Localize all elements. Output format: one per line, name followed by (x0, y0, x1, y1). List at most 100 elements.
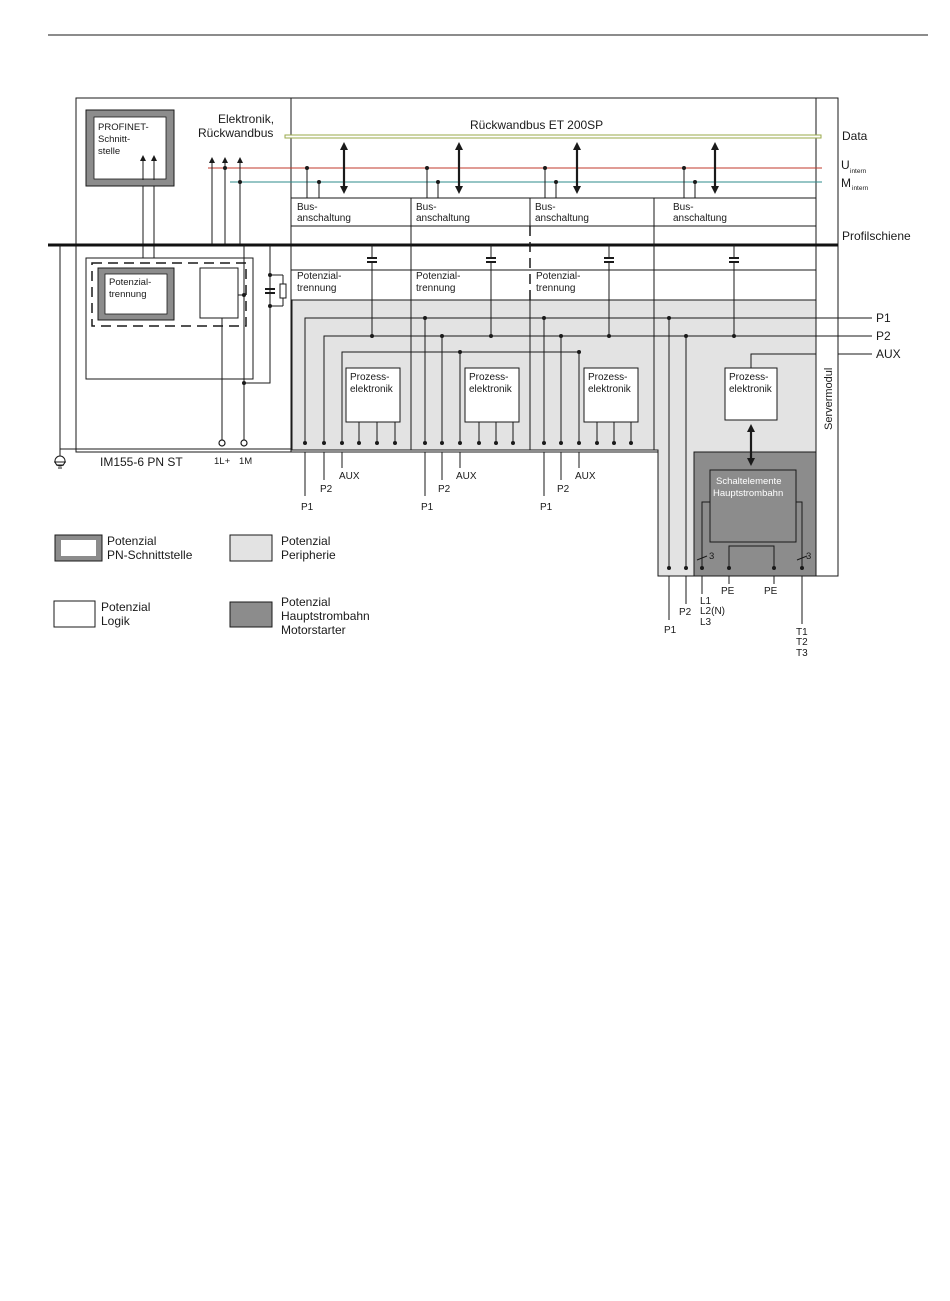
prozesselektronik-4: Prozess- elektronik (724, 353, 816, 421)
pt-label-2a: Potenzial- (416, 271, 460, 282)
m2-p1-label: P1 (421, 502, 434, 513)
im-pt-label-1: Potenzial- (109, 277, 151, 288)
p1-right-label: P1 (876, 311, 891, 325)
im-pn-isolation-dashed (91, 262, 247, 327)
bus-label-1a: Bus- (297, 202, 318, 213)
peripherie-area (291, 299, 817, 577)
legend-pn-2: PN-Schnittstelle (107, 548, 193, 562)
legend-pn-1: Potenzial (107, 534, 156, 548)
t1-label: T1 (796, 627, 808, 638)
p2-right-label: P2 (876, 329, 891, 343)
svg-text:Prozess-: Prozess- (729, 372, 768, 383)
m1-p2-label: P2 (320, 484, 333, 495)
svg-text:elektronik: elektronik (729, 384, 773, 395)
servermodul-label: Servermodul (823, 368, 835, 430)
pt-label-3a: Potenzial- (536, 271, 580, 282)
pe-label-2: PE (764, 586, 778, 597)
prozesselektronik-2: Prozess- elektronik (464, 367, 520, 443)
m4-p2-label: P2 (679, 607, 692, 618)
schaltelemente-label-1: Schaltelemente (716, 476, 781, 487)
legend-swatch-main (229, 601, 273, 628)
legend-main-2: Hauptstrombahn (281, 609, 370, 623)
pt-label-1b: trennung (297, 283, 336, 294)
pt-label-3b: trennung (536, 283, 575, 294)
bus-label-4a: Bus- (673, 202, 694, 213)
module-terminal-dots (303, 441, 688, 570)
bus-label-2b: anschaltung (416, 213, 470, 224)
profilschiene-label: Profilschiene (842, 229, 911, 243)
m1-aux-label: AUX (339, 471, 360, 482)
main-circuit-leads (696, 501, 808, 624)
legend-peri-1: Potenzial (281, 534, 330, 548)
m2-p2-label: P2 (438, 484, 451, 495)
svg-text:elektronik: elektronik (588, 384, 632, 395)
capacitors (367, 245, 739, 336)
power-bus-lines (304, 316, 872, 568)
legend-logik-1: Potenzial (101, 600, 150, 614)
l3-label: L3 (700, 617, 712, 628)
m1-p1-label: P1 (301, 502, 314, 513)
m4-p1-label: P1 (664, 625, 677, 636)
u-intern-sub: intern (850, 168, 867, 175)
m3-p2-label: P2 (557, 484, 570, 495)
pt-label-2b: trennung (416, 283, 455, 294)
terminal-leads (304, 452, 687, 620)
profinet-label-2: Schnitt- (98, 134, 130, 145)
elektronik-label-2: Rückwandbus (198, 126, 273, 140)
legend-swatch-peri (229, 534, 273, 562)
m3-p1-label: P1 (540, 502, 553, 513)
svg-text:Prozess-: Prozess- (588, 372, 627, 383)
u-intern-label: U (841, 158, 850, 172)
prozesselektronik-3: Prozess- elektronik (583, 367, 639, 443)
m2-aux-label: AUX (456, 471, 477, 482)
ground-icon (54, 455, 66, 469)
rc-network (265, 273, 287, 308)
svg-text:elektronik: elektronik (350, 384, 394, 395)
schaltelemente-box (709, 469, 797, 543)
m3-aux-label: AUX (575, 471, 596, 482)
bus-label-2a: Bus- (416, 202, 437, 213)
legend-logik-2: Logik (101, 614, 131, 628)
bus-taps (305, 166, 697, 198)
data-arrows (340, 142, 719, 194)
pe-label-1: PE (721, 586, 735, 597)
bus-label-4b: anschaltung (673, 213, 727, 224)
rueckwandbus-label: Rückwandbus ET 200SP (470, 118, 603, 132)
busanschaltung-row (290, 197, 817, 227)
legend-main-3: Motorstarter (281, 623, 346, 637)
t2-label: T2 (796, 637, 808, 648)
legend-main-1: Potenzial (281, 595, 330, 609)
im-label: IM155-6 PN ST (100, 455, 183, 469)
legend-swatch-logik (53, 600, 96, 628)
svg-text:Prozess-: Prozess- (350, 372, 389, 383)
data-bus (284, 134, 822, 139)
t3-label: T3 (796, 648, 808, 659)
schaltelemente-label-2: Hauptstrombahn (713, 488, 783, 499)
data-label: Data (842, 129, 868, 143)
servermodul-column (815, 97, 839, 577)
l1plus-label: 1L+ (214, 456, 231, 467)
m-intern-sub: intern (852, 185, 869, 192)
bus-label-3a: Bus- (535, 202, 556, 213)
three-right: 3 (806, 551, 811, 562)
m-intern-label: M (841, 176, 851, 190)
profinet-label-1: PROFINET- (98, 122, 149, 133)
pt-label-1a: Potenzial- (297, 271, 341, 282)
l1-label: L1 (700, 596, 712, 607)
bus-label-1b: anschaltung (297, 213, 351, 224)
legend-peri-2: Peripherie (281, 548, 336, 562)
aux-right-label: AUX (876, 347, 901, 361)
im-power-box (199, 267, 239, 319)
im-pt-label-2: trennung (109, 289, 147, 300)
elektronik-label-1: Elektronik, (218, 112, 274, 126)
bus-label-3b: anschaltung (535, 213, 589, 224)
m1-label: 1M (239, 456, 252, 467)
l2-label: L2(N) (700, 606, 725, 617)
svg-text:Prozess-: Prozess- (469, 372, 508, 383)
three-left: 3 (709, 551, 714, 562)
svg-text:elektronik: elektronik (469, 384, 513, 395)
prozesselektronik-1: Prozess- elektronik (345, 367, 401, 443)
legend: Potenzial PN-Schnittstelle Potenzial Per… (53, 534, 370, 637)
profinet-label-3: stelle (98, 146, 120, 157)
